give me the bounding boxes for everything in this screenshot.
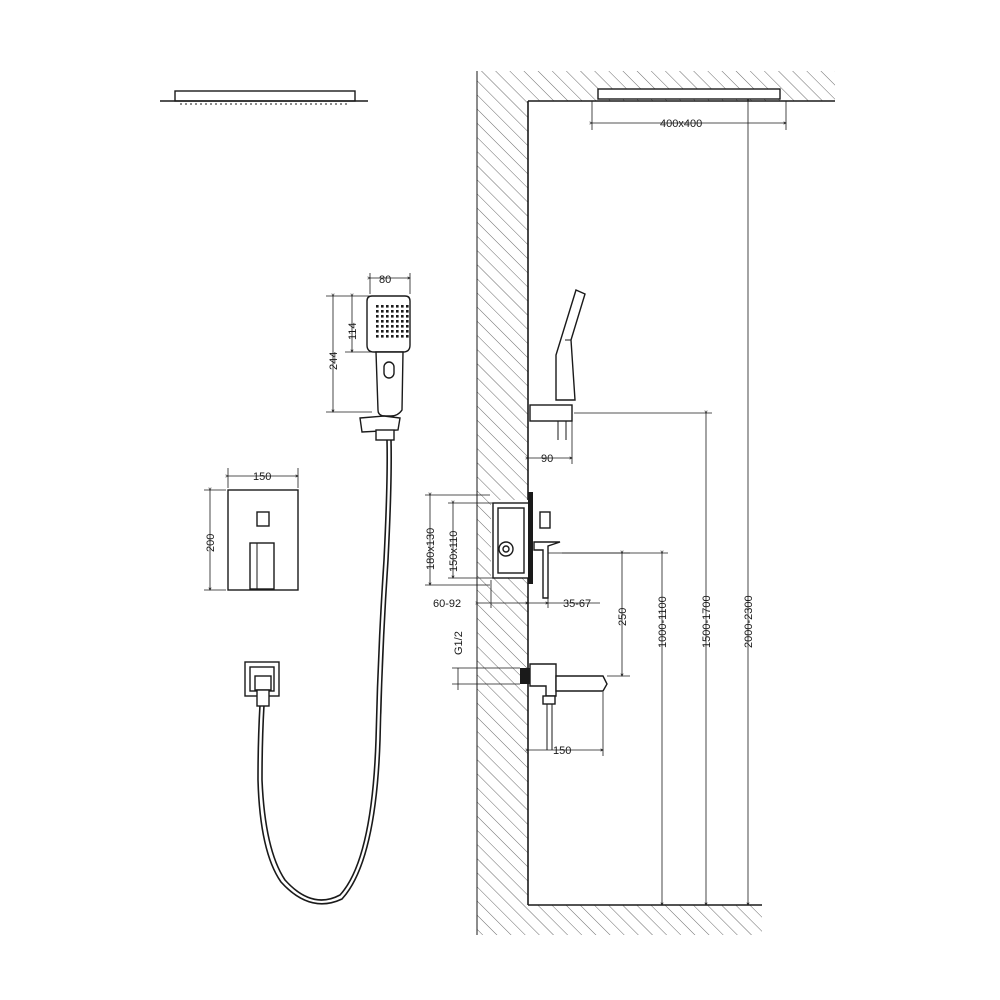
nozzle	[386, 325, 389, 328]
nozzle	[396, 315, 399, 318]
nozzle	[381, 305, 384, 308]
nozzle	[391, 305, 394, 308]
hand-shower-side	[529, 289, 586, 440]
nozzle	[386, 335, 389, 338]
nozzle	[376, 325, 379, 328]
thread-dim: G1/2	[452, 631, 520, 690]
nozzle	[376, 320, 379, 323]
nozzle	[386, 305, 389, 308]
dim-spout-length: 150	[553, 745, 571, 757]
nozzle	[401, 335, 404, 338]
spout-length-dim: 150	[528, 692, 603, 757]
dim-box-outer: 180x130	[425, 528, 437, 570]
dim-hand-total-height: 244	[328, 352, 340, 370]
wall-outlet-elbow	[244, 661, 280, 707]
nozzle	[401, 320, 404, 323]
nozzle	[396, 310, 399, 313]
nozzle	[406, 305, 409, 308]
nozzle	[401, 330, 404, 333]
nozzle	[396, 325, 399, 328]
nozzle	[401, 305, 404, 308]
nozzle	[406, 315, 409, 318]
rain-head-width-dim: 400x400	[592, 101, 786, 130]
dim-mixer-height: 1000-1100	[657, 596, 669, 648]
nozzle	[381, 330, 384, 333]
nozzle	[396, 335, 399, 338]
nozzle	[386, 330, 389, 333]
nozzle	[376, 310, 379, 313]
nozzle	[376, 305, 379, 308]
nozzle	[381, 335, 384, 338]
dim-mixer-to-spout: 250	[617, 608, 629, 626]
dim-panel-height: 200	[205, 534, 217, 552]
bath-spout	[520, 663, 608, 750]
dim-hand-width: 80	[379, 274, 391, 286]
nozzle	[376, 330, 379, 333]
holder-depth-dim: 90	[528, 420, 572, 465]
mixer-panel-front	[227, 489, 299, 591]
nozzle	[386, 315, 389, 318]
dim-holder-height: 1500-1700	[701, 595, 713, 648]
nozzle	[406, 325, 409, 328]
nozzle	[381, 315, 384, 318]
nozzle	[391, 320, 394, 323]
ceiling-rain-head	[597, 88, 781, 102]
nozzle	[406, 310, 409, 313]
dim-handle-projection: 35-67	[563, 598, 591, 610]
hand-shower-dimensions: 80 114 244	[326, 273, 410, 412]
nozzle	[406, 330, 409, 333]
box-depth-dims: 60-92 35-67	[433, 580, 600, 610]
hand-shower	[257, 295, 411, 905]
nozzle	[406, 320, 409, 323]
dim-thread: G1/2	[453, 631, 465, 655]
nozzle	[391, 330, 394, 333]
dim-panel-width: 150	[253, 471, 271, 483]
dim-head-height: 2000-2300	[743, 595, 755, 648]
nozzle	[396, 305, 399, 308]
dim-hand-head-height: 114	[347, 322, 359, 340]
nozzle	[406, 335, 409, 338]
nozzle	[391, 335, 394, 338]
nozzle	[386, 310, 389, 313]
nozzle-grid	[376, 305, 409, 338]
nozzle	[391, 310, 394, 313]
nozzle	[381, 310, 384, 313]
dim-rain-head: 400x400	[660, 118, 702, 130]
nozzle	[386, 320, 389, 323]
nozzle	[381, 320, 384, 323]
panel-dimensions: 150 200	[204, 468, 298, 590]
rain-head-elevation	[160, 90, 368, 105]
nozzle	[391, 325, 394, 328]
height-dims: 1000-1100 1500-1700 2000-2300	[562, 101, 755, 905]
nozzle	[391, 315, 394, 318]
dim-box-depth: 60-92	[433, 598, 461, 610]
mixer-to-spout-dim: 250	[548, 553, 630, 676]
concealed-box	[491, 492, 561, 599]
nozzle	[376, 335, 379, 338]
nozzle	[381, 325, 384, 328]
nozzle	[376, 315, 379, 318]
dim-holder-depth: 90	[541, 453, 553, 465]
box-size-dims: 180x130 150x110	[425, 495, 493, 585]
dim-box-inner: 150x110	[448, 531, 460, 572]
nozzle	[396, 330, 399, 333]
nozzle	[401, 310, 404, 313]
nozzle	[401, 325, 404, 328]
nozzle	[401, 315, 404, 318]
nozzle	[396, 320, 399, 323]
